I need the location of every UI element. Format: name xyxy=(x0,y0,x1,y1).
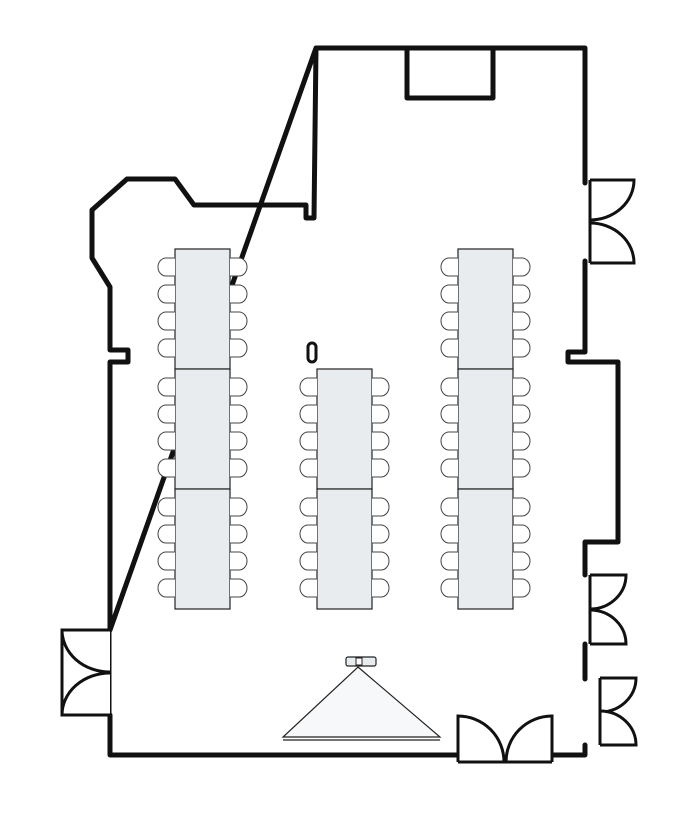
chair xyxy=(230,257,248,277)
chair xyxy=(372,497,390,517)
table xyxy=(316,368,373,490)
chair xyxy=(157,578,175,598)
chair xyxy=(230,524,248,544)
door-top-right[interactable] xyxy=(588,178,636,265)
chair xyxy=(513,377,531,397)
chair xyxy=(440,458,458,478)
chair xyxy=(230,377,248,397)
chair xyxy=(372,404,390,424)
table xyxy=(174,488,231,610)
chair xyxy=(513,284,531,304)
chair xyxy=(440,311,458,331)
chair xyxy=(372,458,390,478)
chair xyxy=(372,578,390,598)
chair xyxy=(230,458,248,478)
chair xyxy=(157,338,175,358)
chair xyxy=(372,551,390,571)
door-bottom-right[interactable] xyxy=(598,676,638,747)
door-left-double[interactable] xyxy=(60,628,112,717)
chair xyxy=(513,338,531,358)
chair xyxy=(230,551,248,571)
chair xyxy=(299,431,317,451)
chair xyxy=(230,284,248,304)
chair xyxy=(513,431,531,451)
chair xyxy=(230,404,248,424)
chair xyxy=(440,431,458,451)
chair xyxy=(157,524,175,544)
chair xyxy=(440,257,458,277)
chair xyxy=(440,284,458,304)
chair xyxy=(299,458,317,478)
table xyxy=(174,248,231,370)
chair xyxy=(372,431,390,451)
chair xyxy=(513,524,531,544)
chair xyxy=(157,431,175,451)
chair xyxy=(299,551,317,571)
chair xyxy=(372,377,390,397)
chair xyxy=(513,257,531,277)
projector-icon xyxy=(345,656,377,667)
chair xyxy=(230,431,248,451)
chair xyxy=(299,578,317,598)
chair xyxy=(513,404,531,424)
table xyxy=(174,368,231,490)
chair xyxy=(157,377,175,397)
chair xyxy=(513,497,531,517)
chair xyxy=(513,458,531,478)
chair xyxy=(230,338,248,358)
chair xyxy=(230,578,248,598)
pillar xyxy=(306,341,318,364)
chair xyxy=(157,458,175,478)
chair xyxy=(513,551,531,571)
table xyxy=(457,488,514,610)
table xyxy=(316,488,373,610)
chair xyxy=(157,311,175,331)
alcove-top xyxy=(404,45,496,101)
chair xyxy=(157,404,175,424)
chair xyxy=(299,524,317,544)
chair xyxy=(440,377,458,397)
table xyxy=(457,368,514,490)
chair xyxy=(157,551,175,571)
chair xyxy=(230,311,248,331)
projection-screen xyxy=(281,666,442,741)
table xyxy=(457,248,514,370)
chair xyxy=(513,311,531,331)
chair xyxy=(157,284,175,304)
chair xyxy=(299,404,317,424)
chair xyxy=(230,497,248,517)
chair xyxy=(513,578,531,598)
chair xyxy=(440,497,458,517)
chair xyxy=(157,257,175,277)
chair xyxy=(299,497,317,517)
door-right-lower-double[interactable] xyxy=(588,573,628,646)
chair xyxy=(440,338,458,358)
chair xyxy=(157,497,175,517)
chair xyxy=(299,377,317,397)
chair xyxy=(440,524,458,544)
chair xyxy=(440,551,458,571)
table-area xyxy=(157,248,531,610)
door-bottom-double[interactable] xyxy=(456,714,554,764)
outer-wall xyxy=(89,45,621,758)
chair xyxy=(440,404,458,424)
chair xyxy=(372,524,390,544)
chair xyxy=(440,578,458,598)
